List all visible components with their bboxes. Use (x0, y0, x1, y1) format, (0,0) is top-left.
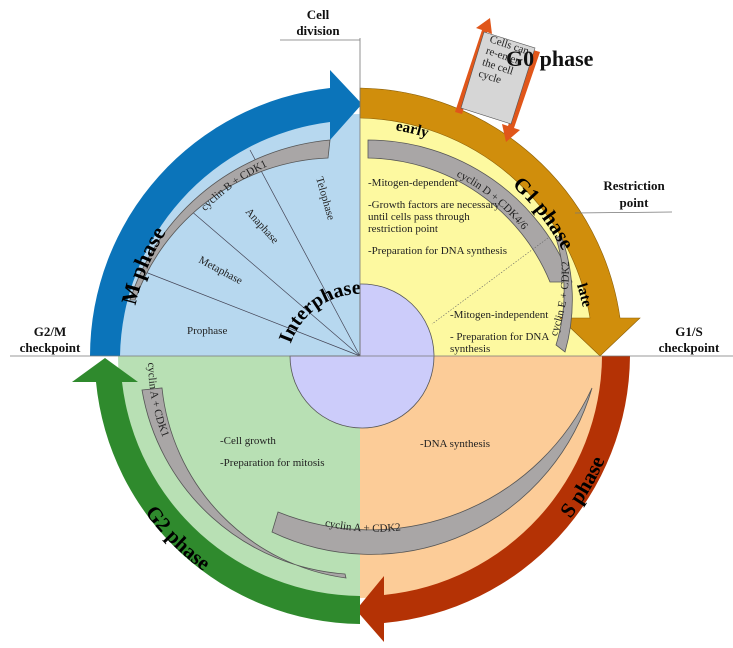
g1-late-label: late (573, 281, 595, 308)
restriction-dotted-line (431, 237, 549, 325)
svg-text:-Mitogen-independent: -Mitogen-independent (450, 309, 548, 321)
svg-text:Cell: Cell (307, 7, 330, 22)
g1s-checkpoint-label: G1/S checkpoint (659, 324, 720, 355)
svg-text:division: division (296, 23, 340, 38)
cyclin-a-cdk2-band (271, 387, 593, 555)
g2m-checkpoint-label: G2/M checkpoint (20, 324, 81, 355)
m-phase-arrow (90, 70, 362, 356)
g0-phase-label: G0 phase (506, 46, 594, 71)
g1-phase-arrow (359, 87, 641, 357)
g2-notes: -Cell growth -Preparation for mitosis (220, 435, 324, 469)
svg-text:checkpoint: checkpoint (20, 340, 81, 355)
g2-phase-arrow (72, 358, 360, 624)
svg-text:Restriction: Restriction (603, 178, 665, 193)
restriction-point-label: Restriction point (603, 178, 665, 210)
svg-text:until cells pass through: until cells pass through (368, 211, 470, 223)
cell-division-label: Cell division (296, 7, 340, 38)
mitosis-stage-dividers (134, 149, 361, 357)
svg-text:- Preparation for DNA: - Preparation for DNA (450, 331, 549, 343)
svg-text:-Preparation for DNA synthesis: -Preparation for DNA synthesis (368, 245, 507, 257)
svg-text:G1/S: G1/S (675, 324, 702, 339)
svg-text:checkpoint: checkpoint (659, 340, 720, 355)
mitosis-quadrant (118, 114, 360, 356)
g1-late-notes: -Mitogen-independent - Preparation for D… (450, 309, 549, 355)
cyclin-b-cdk1-band (129, 139, 331, 301)
svg-text:-Mitogen-dependent: -Mitogen-dependent (368, 177, 458, 189)
g1-quadrant (360, 114, 602, 356)
g0-exit-arrows (455, 18, 540, 142)
svg-text:point: point (620, 195, 650, 210)
svg-text:-Cell growth: -Cell growth (220, 435, 276, 447)
cyclin-a-cdk1-band (141, 387, 347, 579)
g1-early-label: early (395, 118, 431, 141)
svg-text:synthesis: synthesis (450, 343, 490, 355)
s-phase-arrow (356, 356, 630, 642)
svg-text:restriction point: restriction point (368, 223, 438, 235)
svg-text:G2/M: G2/M (34, 324, 67, 339)
g0-box (460, 31, 536, 125)
svg-text:-Growth factors are necessary: -Growth factors are necessary (368, 199, 500, 211)
cyclin-e-cdk2-band (555, 234, 573, 353)
svg-text:-DNA synthesis: -DNA synthesis (420, 438, 490, 450)
checkpoint-lines (10, 38, 733, 357)
svg-text:-Preparation for mitosis: -Preparation for mitosis (220, 457, 324, 469)
prophase-label: Prophase (187, 325, 227, 337)
s-notes: -DNA synthesis (420, 438, 490, 450)
g1-early-notes: -Mitogen-dependent -Growth factors are n… (368, 177, 507, 257)
